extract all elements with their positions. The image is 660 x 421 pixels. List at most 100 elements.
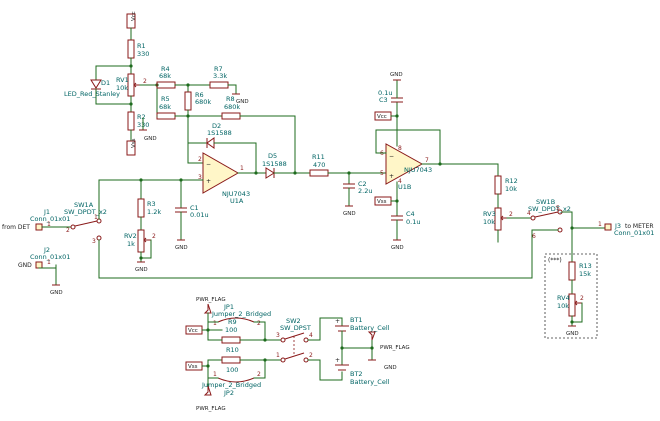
svg-text:1k: 1k <box>127 240 135 248</box>
svg-text:C2: C2 <box>358 180 367 188</box>
gnd-symbol-rv4: GND <box>566 325 579 337</box>
diode-d2: D2 1S1588 <box>206 122 232 149</box>
switch-sw1a: SW1A SW_DPDT_x2 1 2 3 <box>64 201 107 245</box>
svg-text:GND: GND <box>391 245 404 251</box>
potentiometer-rv3: RV3 10k 2 <box>483 207 513 231</box>
svg-text:GND: GND <box>390 72 403 78</box>
svg-text:1: 1 <box>598 221 602 228</box>
svg-text:0.1u: 0.1u <box>406 218 420 226</box>
svg-text:10k: 10k <box>557 302 569 310</box>
svg-text:Vcc: Vcc <box>131 11 137 21</box>
vcc-label-bottom: Vcc <box>185 325 203 335</box>
opamp-u1a: − + 2 3 1 NJU7043 U1A <box>198 152 250 205</box>
svg-text:68k: 68k <box>159 103 171 111</box>
svg-text:3: 3 <box>92 238 96 245</box>
svg-text:1: 1 <box>213 371 217 378</box>
resistor-r3: R3 1.2k <box>137 198 161 218</box>
svg-text:Jumper_2_Bridged: Jumper_2_Bridged <box>201 381 261 389</box>
svg-text:1S1588: 1S1588 <box>262 160 287 168</box>
gnd-symbol-c4: GND <box>391 239 404 251</box>
svg-text:Vcc: Vcc <box>377 114 387 120</box>
switch-sw2: SW2 SW_DPST 3 1 4 2 <box>276 317 313 363</box>
resistor-r4: R4 68k <box>156 65 176 89</box>
svg-text:6: 6 <box>532 233 536 240</box>
svg-text:10k: 10k <box>505 185 517 193</box>
gnd-symbol-r7: GND <box>232 93 249 105</box>
svg-text:Conn_01x01: Conn_01x01 <box>30 215 70 223</box>
svg-text:5: 5 <box>556 205 560 212</box>
svg-text:PWR_FLAG: PWR_FLAG <box>380 345 410 351</box>
svg-text:U1B: U1B <box>398 183 411 191</box>
resistor-r12: R12 10k <box>494 175 518 195</box>
svg-text:J2: J2 <box>43 246 50 254</box>
svg-text:100: 100 <box>225 326 237 334</box>
svg-text:R6: R6 <box>195 91 204 99</box>
svg-text:D5: D5 <box>268 152 277 160</box>
svg-text:Battery_Cell: Battery_Cell <box>350 378 390 386</box>
svg-text:GND: GND <box>236 99 249 105</box>
svg-text:Conn_01x01: Conn_01x01 <box>30 253 70 261</box>
opamp-u1b: − + 6 5 7 8 4 NJU7043 U1B <box>380 143 432 191</box>
capacitor-c3: 0.1u C3 <box>378 89 403 104</box>
svg-text:R3: R3 <box>147 200 156 208</box>
svg-text:+: + <box>335 318 340 325</box>
svg-text:BT2: BT2 <box>350 370 363 378</box>
svg-text:(***): (***) <box>548 257 562 264</box>
battery-bt2: + BT2 Battery_Cell <box>335 357 390 386</box>
svg-text:from DET: from DET <box>2 224 30 231</box>
svg-text:1: 1 <box>47 259 51 266</box>
svg-text:GND: GND <box>566 331 579 337</box>
vcc-top-label: Vcc <box>126 11 137 29</box>
svg-text:SW_DPST: SW_DPST <box>280 324 311 332</box>
svg-text:C3: C3 <box>379 96 388 104</box>
capacitor-c2: C2 2.2u <box>343 180 372 195</box>
svg-text:1S1588: 1S1588 <box>207 129 232 137</box>
svg-text:GND: GND <box>18 262 32 269</box>
svg-text:J3: J3 <box>614 222 621 230</box>
vcc-label-u1b: Vcc <box>374 111 392 121</box>
svg-text:Vss: Vss <box>188 364 198 370</box>
svg-text:Jumper_2_Bridged: Jumper_2_Bridged <box>211 310 271 318</box>
gnd-symbol-c1: GND <box>175 239 188 251</box>
svg-text:GND: GND <box>50 290 63 296</box>
connector-j3: 1 J3 to METER Conn_01x01 <box>598 221 654 237</box>
resistor-r1: R1 330 <box>127 39 149 59</box>
gnd-symbol-c3: GND <box>390 72 403 81</box>
svg-text:U1A: U1A <box>230 197 244 205</box>
svg-text:−: − <box>206 161 211 168</box>
svg-text:1: 1 <box>240 165 244 172</box>
svg-text:Battery_Cell: Battery_Cell <box>350 324 390 332</box>
svg-text:Vss: Vss <box>131 138 137 148</box>
resistor-r11: R11 470 <box>309 153 329 177</box>
capacitor-c4: C4 0.1u <box>391 210 420 226</box>
svg-text:R8: R8 <box>226 95 235 103</box>
svg-text:4: 4 <box>398 178 402 185</box>
svg-text:+: + <box>335 357 340 364</box>
svg-text:2: 2 <box>309 352 313 359</box>
svg-text:R2: R2 <box>137 113 146 121</box>
svg-text:2: 2 <box>509 211 513 218</box>
svg-text:7: 7 <box>425 157 429 164</box>
svg-text:R11: R11 <box>312 153 325 161</box>
svg-text:SW_DPDT_x2: SW_DPDT_x2 <box>528 205 571 213</box>
resistor-r5: R5 68k <box>156 95 176 120</box>
svg-text:2: 2 <box>143 78 147 85</box>
potentiometer-rv4: RV4 10k 2 <box>557 293 584 317</box>
svg-text:3: 3 <box>276 332 280 339</box>
svg-text:GND: GND <box>135 267 148 273</box>
svg-text:D1: D1 <box>101 79 110 87</box>
svg-text:2: 2 <box>257 320 261 327</box>
svg-text:+: + <box>206 178 211 185</box>
svg-text:Conn_01x01: Conn_01x01 <box>614 229 654 237</box>
svg-text:NJU7043: NJU7043 <box>222 190 250 198</box>
svg-text:2: 2 <box>66 227 70 234</box>
svg-text:Vcc: Vcc <box>188 328 198 334</box>
svg-text:1: 1 <box>213 320 217 327</box>
svg-text:SW_DPDT_x2: SW_DPDT_x2 <box>64 208 107 216</box>
resistor-r6: R6 680k <box>184 91 211 111</box>
battery-bt1: + BT1 Battery_Cell <box>335 316 390 332</box>
svg-text:1: 1 <box>276 352 280 359</box>
svg-text:3: 3 <box>198 174 202 181</box>
svg-text:2.2u: 2.2u <box>358 187 372 195</box>
